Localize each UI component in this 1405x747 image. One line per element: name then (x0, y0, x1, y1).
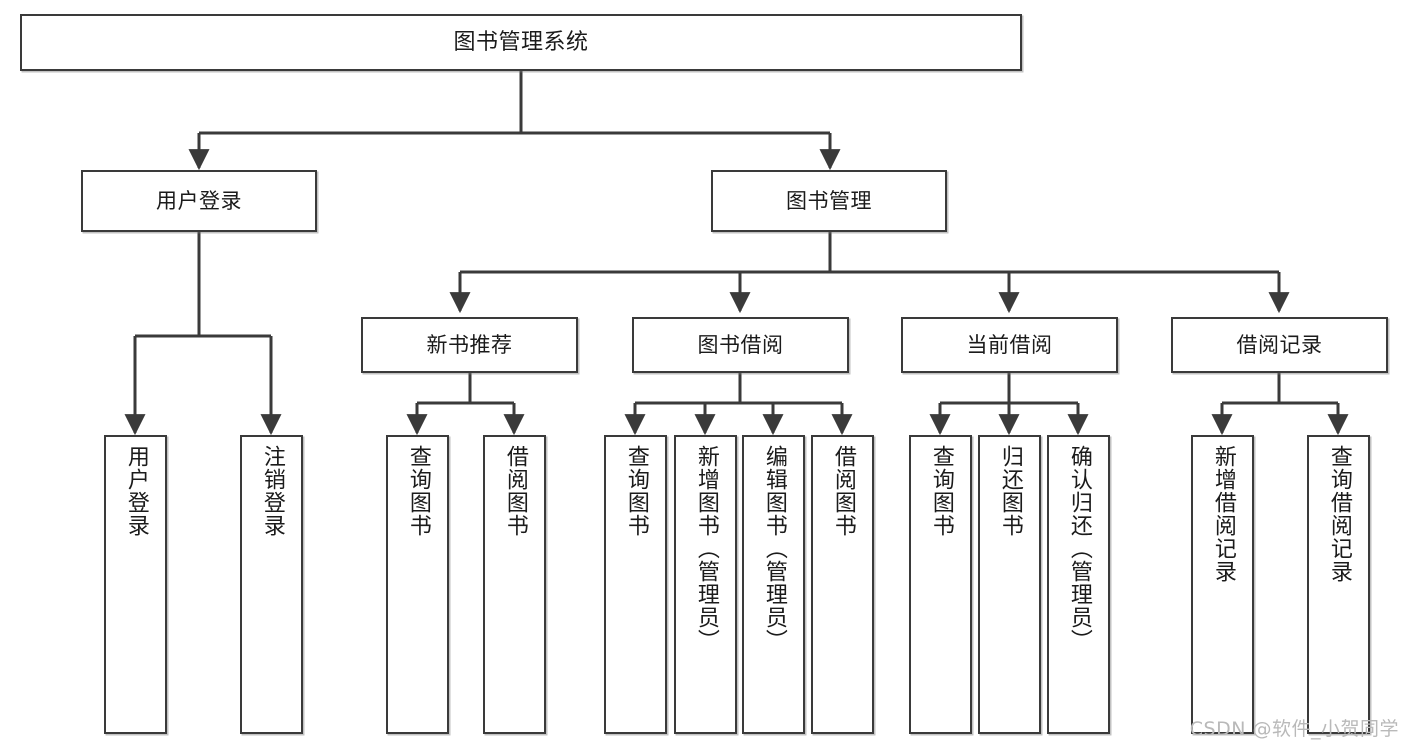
node-leaf-add-book-label: 新增图书（管理员） (693, 445, 719, 652)
node-new-book-recommend[interactable]: 新书推荐 (361, 317, 578, 373)
node-user-login[interactable]: 用户登录 (81, 170, 317, 232)
node-current-borrow-label: 当前借阅 (966, 332, 1053, 357)
node-borrow-record[interactable]: 借阅记录 (1171, 317, 1388, 373)
node-leaf-query-book-2[interactable]: 查询图书 (604, 435, 667, 734)
node-leaf-query-book-1-label: 查询图书 (405, 445, 431, 537)
node-book-management-label: 图书管理 (786, 188, 872, 213)
node-book-borrow[interactable]: 图书借阅 (632, 317, 849, 373)
node-leaf-query-book-3[interactable]: 查询图书 (909, 435, 972, 734)
watermark: CSDN @软件_小贺同学 (1189, 718, 1399, 740)
node-leaf-add-book[interactable]: 新增图书（管理员） (674, 435, 737, 734)
node-root-label: 图书管理系统 (453, 29, 589, 55)
node-book-borrow-label: 图书借阅 (697, 332, 784, 357)
node-current-borrow[interactable]: 当前借阅 (901, 317, 1118, 373)
node-leaf-confirm-return[interactable]: 确认归还（管理员） (1047, 435, 1110, 734)
node-leaf-return-book[interactable]: 归还图书 (978, 435, 1041, 734)
node-book-management[interactable]: 图书管理 (711, 170, 947, 232)
node-borrow-record-label: 借阅记录 (1236, 332, 1323, 357)
node-leaf-borrow-book-2[interactable]: 借阅图书 (811, 435, 874, 734)
node-leaf-add-record[interactable]: 新增借阅记录 (1191, 435, 1254, 734)
node-leaf-logout-label: 注销登录 (259, 445, 285, 537)
node-user-login-label: 用户登录 (156, 188, 242, 213)
node-leaf-add-record-label: 新增借阅记录 (1210, 445, 1236, 583)
node-leaf-query-book-1[interactable]: 查询图书 (386, 435, 449, 734)
node-leaf-borrow-book-1-label: 借阅图书 (502, 445, 528, 537)
node-leaf-borrow-book-1[interactable]: 借阅图书 (483, 435, 546, 734)
node-leaf-edit-book-label: 编辑图书（管理员） (761, 445, 787, 652)
node-leaf-confirm-return-label: 确认归还（管理员） (1066, 445, 1092, 652)
node-leaf-edit-book[interactable]: 编辑图书（管理员） (742, 435, 805, 734)
node-leaf-logout[interactable]: 注销登录 (240, 435, 303, 734)
node-leaf-query-book-3-label: 查询图书 (928, 445, 954, 537)
node-new-book-recommend-label: 新书推荐 (426, 332, 513, 357)
node-leaf-user-login[interactable]: 用户登录 (104, 435, 167, 734)
node-leaf-query-book-2-label: 查询图书 (623, 445, 649, 537)
node-leaf-query-record[interactable]: 查询借阅记录 (1307, 435, 1370, 734)
node-root[interactable]: 图书管理系统 (20, 14, 1022, 71)
node-leaf-query-record-label: 查询借阅记录 (1326, 445, 1352, 583)
node-leaf-user-login-label: 用户登录 (123, 445, 149, 537)
node-leaf-borrow-book-2-label: 借阅图书 (830, 445, 856, 537)
node-leaf-return-book-label: 归还图书 (997, 445, 1023, 537)
